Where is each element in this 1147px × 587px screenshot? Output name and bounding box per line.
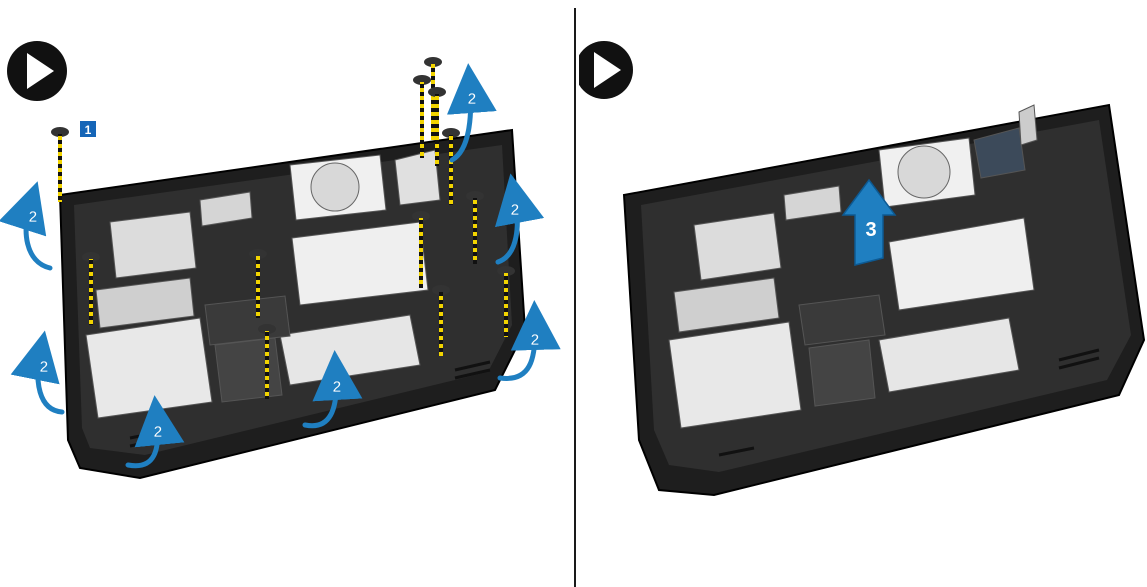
lift-arrows xyxy=(0,63,561,469)
screw-icon xyxy=(428,87,446,166)
screw-icon xyxy=(466,191,484,264)
step-2-label: 2 xyxy=(154,424,163,441)
step-2-label: 2 xyxy=(531,332,540,349)
curved-up-arrow-icon xyxy=(125,395,185,469)
step-2-label: 2 xyxy=(29,209,38,226)
left-panel: 1 2 2 2 2 2 2 2 xyxy=(0,0,570,587)
curved-up-arrow-icon xyxy=(0,181,53,271)
step-1-badge: 1 xyxy=(80,121,96,137)
screw-icon xyxy=(258,324,276,399)
screw-icon xyxy=(432,285,450,356)
right-panel: 3 xyxy=(579,0,1147,587)
play-circle-icon xyxy=(7,41,67,101)
left-illustration: 1 2 2 2 2 2 2 2 xyxy=(0,41,561,480)
screw-icon xyxy=(442,128,460,205)
curved-up-arrow-icon xyxy=(302,350,363,429)
screw-icon xyxy=(51,127,69,202)
screw-icon xyxy=(413,75,431,158)
screws xyxy=(51,57,515,399)
up-arrow-icon xyxy=(841,178,897,266)
screw-icon xyxy=(412,211,430,288)
screw-icon xyxy=(249,249,267,318)
bottom-chassis xyxy=(622,103,1146,497)
curved-up-arrow-icon xyxy=(446,63,497,163)
curved-up-arrow-icon xyxy=(10,330,65,415)
step-2-label: 2 xyxy=(511,202,520,219)
lift-arrow-step-3: 3 xyxy=(841,178,897,266)
panel-divider xyxy=(574,8,576,587)
screw-icon xyxy=(497,266,515,337)
play-circle-icon xyxy=(579,41,633,99)
step-2-label: 2 xyxy=(40,359,49,376)
screw-icon xyxy=(82,252,100,325)
curved-up-arrow-icon xyxy=(497,300,561,381)
right-illustration: 3 xyxy=(579,41,1146,497)
step-3-label: 3 xyxy=(865,219,876,241)
screw-icon xyxy=(424,57,442,140)
step-2-labels: 2 2 2 2 2 2 2 xyxy=(28,91,540,442)
step-2-label: 2 xyxy=(333,379,342,396)
curved-up-arrow-icon xyxy=(494,173,545,265)
bottom-chassis xyxy=(58,128,527,480)
step-1-label: 1 xyxy=(85,123,92,137)
step-2-label: 2 xyxy=(468,91,477,108)
